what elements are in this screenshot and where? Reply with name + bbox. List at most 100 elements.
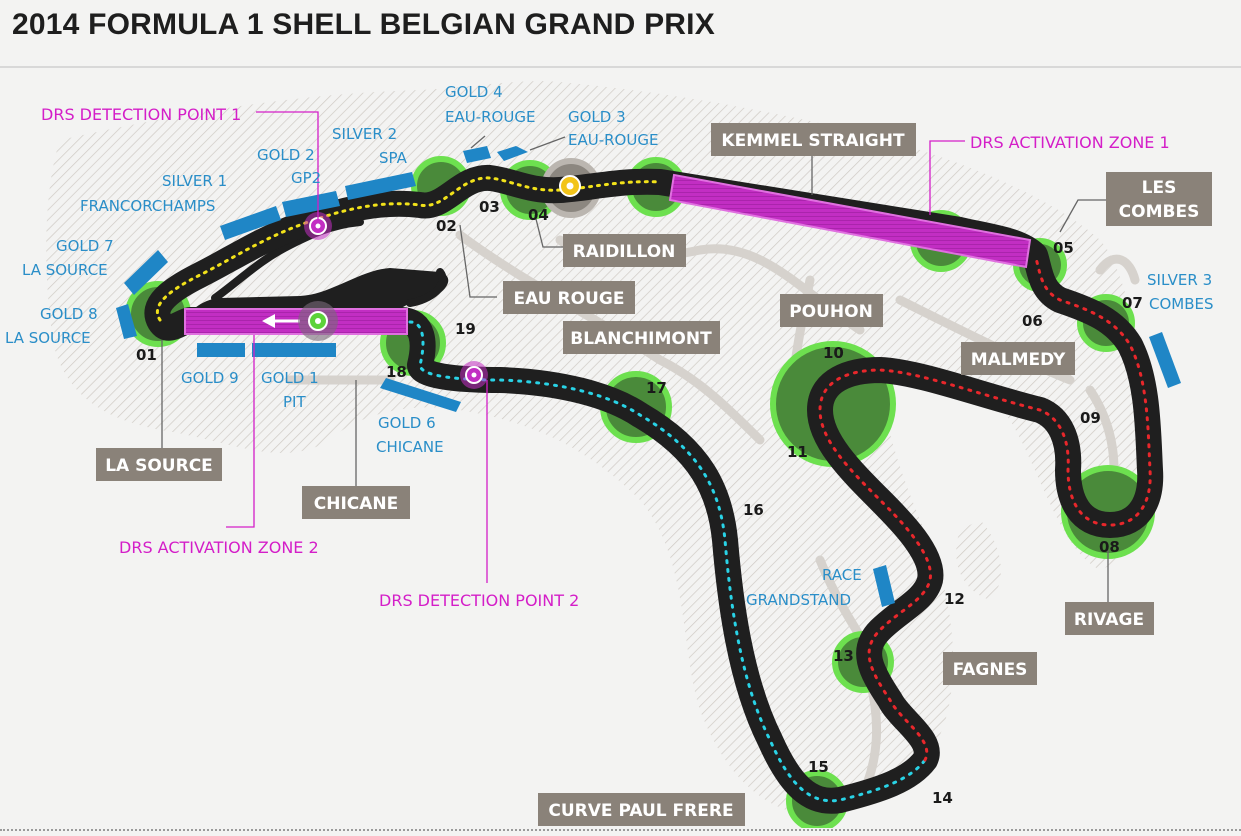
label-chicane: CHICANE — [314, 494, 399, 514]
label-drs-activation-2: DRS ACTIVATION ZONE 2 — [119, 538, 319, 557]
silver3-block — [1149, 332, 1181, 388]
label-gold8-line1: GOLD 8 — [40, 305, 98, 323]
gold3-block — [497, 146, 528, 161]
label-box-la-source — [96, 448, 222, 481]
label-kemmel-straight: KEMMEL STRAIGHT — [721, 131, 905, 151]
label-silver3-line2: COMBES — [1149, 295, 1214, 313]
label-malmedy: MALMEDY — [971, 350, 1066, 370]
label-gold7-line1: GOLD 7 — [56, 237, 114, 255]
label-gold6-line2: CHICANE — [376, 438, 444, 456]
turn-number: 13 — [833, 647, 854, 665]
label-fagnes: FAGNES — [953, 660, 1028, 680]
gold4-block — [463, 146, 491, 163]
corner-label-boxes — [96, 123, 1212, 826]
drs-detection-point-2-marker — [460, 361, 488, 389]
drs-detection-point-1-marker — [304, 212, 332, 240]
label-la-source: LA SOURCE — [105, 456, 213, 476]
label-box-chicane — [302, 486, 410, 519]
label-box-fagnes — [943, 652, 1037, 685]
label-gold4-line2: EAU-ROUGE — [445, 108, 535, 126]
leader-lines — [161, 111, 1109, 605]
label-box-les-combes — [1106, 172, 1212, 226]
label-gold2-line1: GOLD 2 — [257, 146, 315, 164]
pit-direction-arrow — [262, 314, 300, 328]
page-title: 2014 FORMULA 1 SHELL BELGIAN GRAND PRIX — [12, 8, 715, 41]
label-curve-paul-frere: CURVE PAUL FRERE — [548, 801, 733, 821]
label-box-raidillon — [563, 234, 686, 267]
label-silver3-line1: SILVER 3 — [1147, 271, 1212, 289]
label-box-blanchimont — [563, 321, 720, 354]
sector-2-line — [408, 320, 927, 803]
turn-number: 08 — [1099, 538, 1120, 556]
label-drs-activation-1: DRS ACTIVATION ZONE 1 — [970, 133, 1170, 152]
silver2-block — [345, 172, 416, 200]
label-gold4-line1: GOLD 4 — [445, 83, 503, 101]
label-silver1-line2: FRANCORCHAMPS — [80, 197, 215, 215]
label-box-kemmel — [711, 123, 916, 156]
corner-labels: LA SOURCE EAU ROUGE RAIDILLON KEMMEL STR… — [105, 131, 1199, 821]
turn-number: 17 — [646, 379, 667, 397]
title-divider — [0, 66, 1241, 68]
label-blanchimont: BLANCHIMONT — [570, 329, 712, 349]
silver1-block — [220, 206, 281, 240]
sector-marker-yellow — [559, 175, 581, 197]
turn-number: 10 — [823, 344, 844, 362]
turn-number: 02 — [436, 217, 457, 235]
turn-number: 03 — [479, 198, 500, 216]
label-silver1-line1: SILVER 1 — [162, 172, 227, 190]
label-raidillon: RAIDILLON — [573, 242, 676, 262]
label-gold8-line2: LA SOURCE — [5, 329, 91, 347]
race-grandstand-block — [873, 565, 895, 607]
grandstand-blocks — [116, 146, 1181, 607]
grandstand-labels: GOLD 4 EAU-ROUGE GOLD 3 EAU-ROUGE SILVER… — [5, 83, 1214, 609]
turn-numbers: 01 02 03 04 05 06 07 08 09 10 11 12 13 1… — [136, 198, 1143, 807]
turn-number: 19 — [455, 320, 476, 338]
label-gold7-line2: LA SOURCE — [22, 261, 108, 279]
label-gold3-line1: GOLD 3 — [568, 108, 626, 126]
label-pouhon: POUHON — [789, 302, 873, 322]
label-box-pouhon — [780, 294, 883, 327]
turn-number: 12 — [944, 590, 965, 608]
bottom-divider — [0, 829, 1241, 831]
turn-number: 07 — [1122, 294, 1143, 312]
label-box-rivage — [1065, 602, 1154, 635]
label-gold1-line2: PIT — [283, 393, 306, 411]
turn-number: 15 — [808, 758, 829, 776]
label-drs-detection-2: DRS DETECTION POINT 2 — [379, 591, 579, 610]
sector-3-line — [818, 253, 1152, 762]
turn-number: 04 — [528, 206, 549, 224]
gold2-block — [282, 191, 340, 217]
label-box-malmedy — [961, 342, 1075, 375]
label-combes: COMBES — [1119, 202, 1200, 222]
gold1-block — [252, 343, 336, 357]
label-gold9: GOLD 9 — [181, 369, 239, 387]
label-eau-rouge: EAU ROUGE — [514, 289, 625, 309]
label-les: LES — [1142, 178, 1177, 198]
turn-number: 06 — [1022, 312, 1043, 330]
turn-number: 09 — [1080, 409, 1101, 427]
gold9-block — [197, 343, 245, 357]
turn-number: 16 — [743, 501, 764, 519]
drs-labels: DRS DETECTION POINT 1 DRS ACTIVATION ZON… — [41, 105, 1170, 610]
label-gold2-line2: GP2 — [291, 169, 321, 187]
label-box-eau-rouge — [503, 281, 635, 314]
label-gold3-line2: EAU-ROUGE — [568, 131, 658, 149]
gold7-block — [124, 250, 168, 295]
turn-number: 11 — [787, 443, 808, 461]
label-gold1-line1: GOLD 1 — [261, 369, 319, 387]
turn-number: 18 — [386, 363, 407, 381]
turn-number: 05 — [1053, 239, 1074, 257]
label-gold6-line1: GOLD 6 — [378, 414, 436, 432]
drs-zone-1 — [668, 173, 1032, 269]
sector-marker-green — [298, 301, 338, 341]
circuit-map: LA SOURCE EAU ROUGE RAIDILLON KEMMEL STR… — [5, 81, 1214, 828]
turn-number: 14 — [932, 789, 953, 807]
label-box-curve-paul-frere — [538, 793, 745, 826]
label-silver2-line2: SPA — [379, 149, 408, 167]
label-rivage: RIVAGE — [1074, 610, 1144, 630]
gold6-block — [380, 378, 461, 412]
turn-number: 01 — [136, 346, 157, 364]
label-race-line1: RACE — [822, 566, 862, 584]
gold8-block — [116, 304, 137, 339]
label-race-line2: GRANDSTAND — [746, 591, 851, 609]
